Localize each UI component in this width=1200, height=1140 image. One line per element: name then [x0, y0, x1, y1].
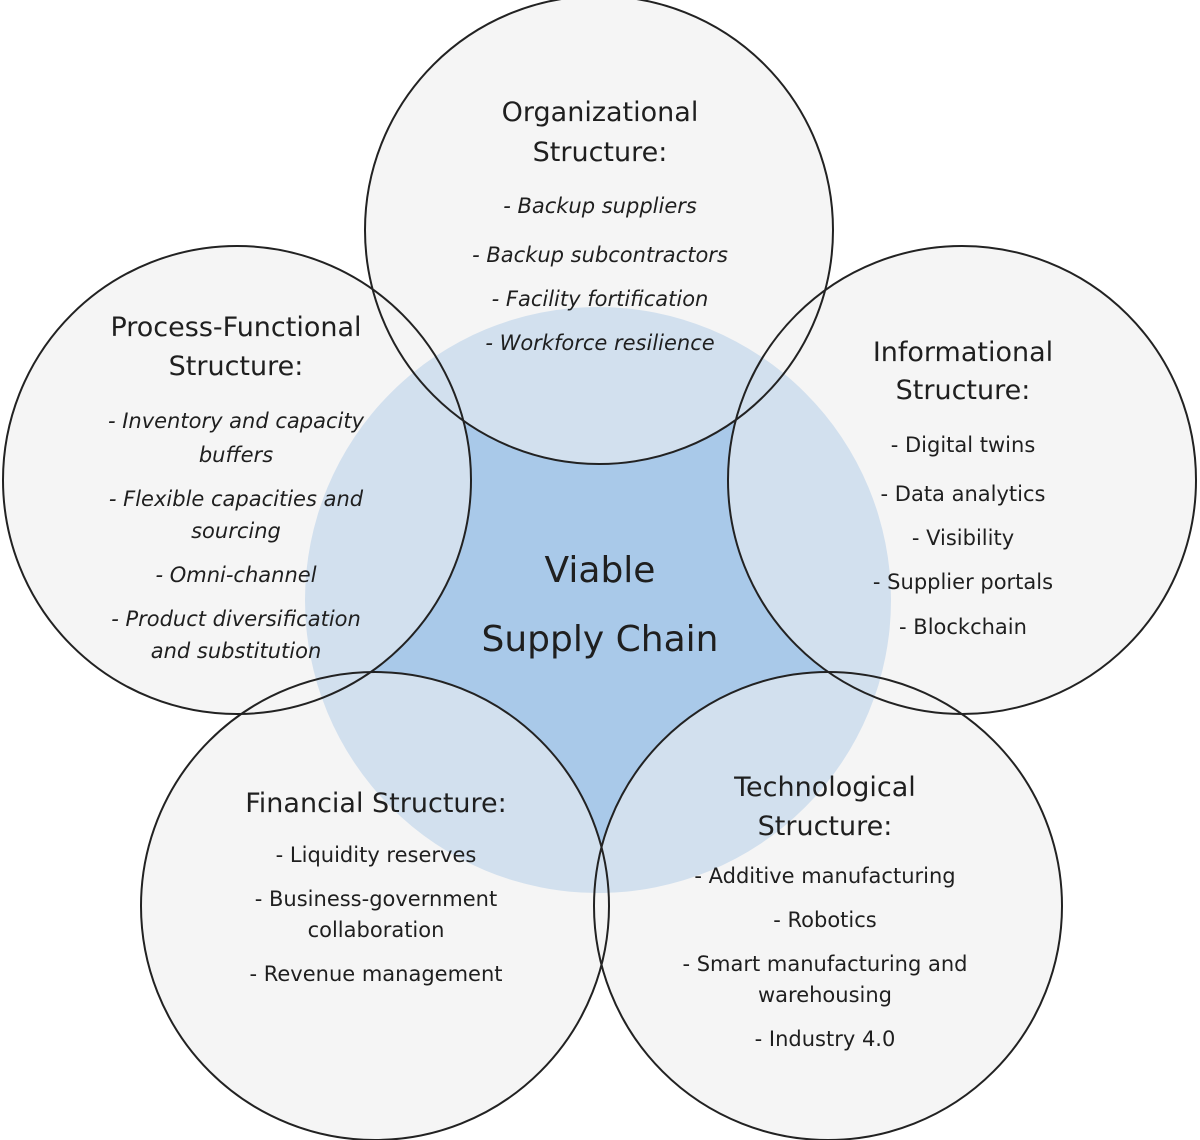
- informational-title-line-2: Structure:: [896, 375, 1031, 406]
- center-label-line-2: Supply Chain: [482, 619, 719, 660]
- financial-item: collaboration: [308, 918, 445, 942]
- financial-item: - Business-government: [255, 887, 497, 911]
- informational-structure: Informational Structure: - Digital twins…: [873, 337, 1053, 639]
- financial-item: - Revenue management: [249, 962, 502, 986]
- process-functional-title-line-1: Process-Functional: [110, 312, 361, 343]
- organizational-item: - Workforce resilience: [485, 331, 714, 355]
- technological-item: - Industry 4.0: [755, 1027, 896, 1051]
- technological-item: warehousing: [758, 983, 892, 1007]
- center-core: [305, 307, 891, 893]
- financial-title: Financial Structure:: [245, 788, 507, 819]
- technological-outline: [593, 671, 1063, 1140]
- technological-item: - Additive manufacturing: [694, 864, 955, 888]
- technological-title-line-1: Technological: [733, 772, 916, 803]
- organizational-item: - Backup subcontractors: [472, 243, 728, 267]
- informational-title-line-1: Informational: [873, 337, 1053, 368]
- organizational-item: - Backup suppliers: [503, 194, 697, 218]
- process-functional-item: - Flexible capacities and: [109, 487, 364, 511]
- technological-title-line-2: Structure:: [758, 811, 893, 842]
- process-functional-item: sourcing: [191, 519, 281, 543]
- process-functional-item: - Product diversification: [111, 607, 361, 631]
- process-functional-structure: Process-Functional Structure: - Inventor…: [108, 312, 365, 663]
- technological-item: - Robotics: [773, 908, 876, 932]
- financial-item: - Liquidity reserves: [276, 843, 477, 867]
- process-functional-item: - Omni-channel: [155, 563, 316, 587]
- financial-outline: [140, 671, 610, 1140]
- organizational-outline: [364, 0, 834, 465]
- process-functional-item: - Inventory and capacity: [108, 409, 365, 433]
- informational-item: - Blockchain: [899, 615, 1027, 639]
- process-functional-title-line-2: Structure:: [169, 351, 304, 382]
- organizational-title-line-1: Organizational: [502, 97, 699, 128]
- informational-item: - Data analytics: [881, 482, 1046, 506]
- organizational-structure: Organizational Structure: - Backup suppl…: [472, 97, 728, 355]
- informational-item: - Supplier portals: [873, 570, 1053, 594]
- center-core-shape: [305, 307, 891, 893]
- organizational-item: - Facility fortification: [492, 287, 709, 311]
- center-label-line-1: Viable: [545, 550, 656, 591]
- financial-structure: Financial Structure: - Liquidity reserve…: [245, 788, 507, 986]
- technological-structure: Technological Structure: - Additive manu…: [682, 772, 967, 1051]
- informational-item: - Digital twins: [891, 433, 1036, 457]
- process-functional-item: and substitution: [151, 639, 322, 663]
- organizational-title-line-2: Structure:: [533, 137, 668, 168]
- informational-item: - Visibility: [912, 526, 1014, 550]
- process-functional-outline: [2, 245, 472, 715]
- process-functional-item: buffers: [199, 443, 273, 467]
- technological-item: - Smart manufacturing and: [682, 952, 967, 976]
